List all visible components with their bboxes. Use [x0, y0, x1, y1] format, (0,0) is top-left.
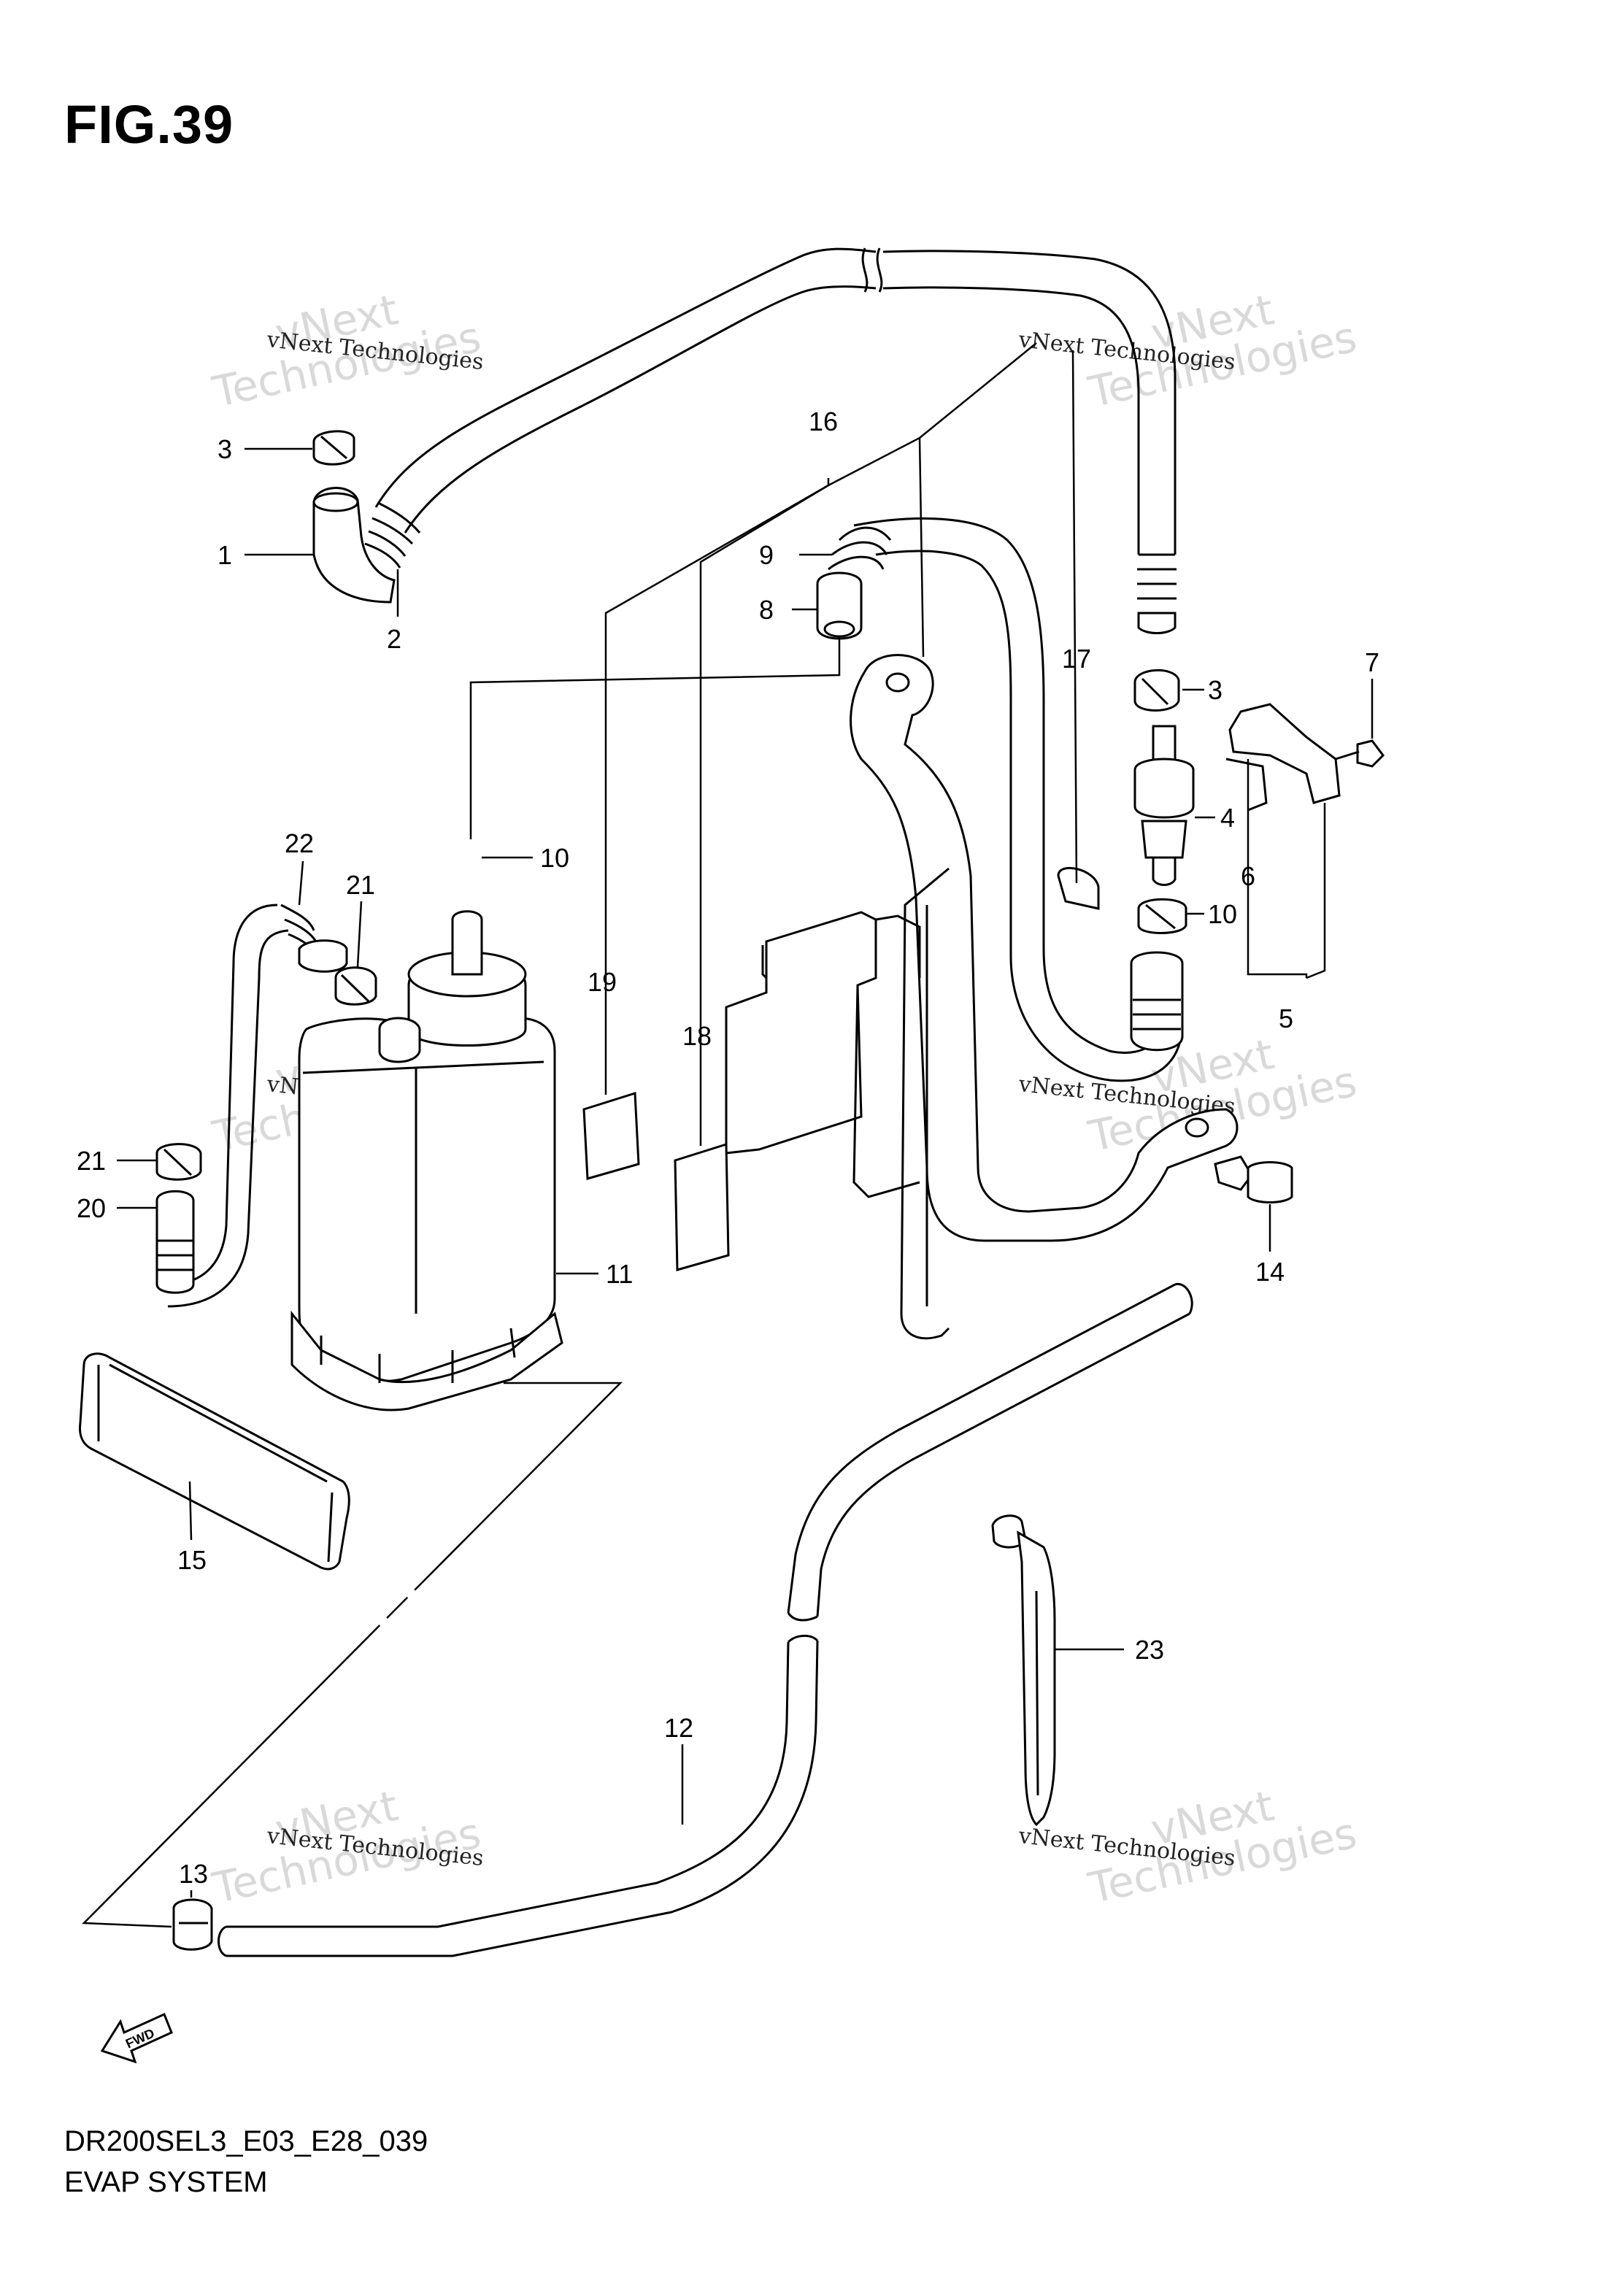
- part-20-fitting: [155, 1190, 195, 1294]
- part-15-strap: [79, 1352, 350, 1571]
- callout-5: 5: [1279, 1003, 1293, 1033]
- callout-17: 17: [1062, 644, 1091, 674]
- part-14-bolt: [1214, 1155, 1293, 1203]
- callout-14: 14: [1255, 1257, 1285, 1287]
- part-19-label-sheet: [582, 1091, 640, 1180]
- part-13-clamp: [172, 1898, 213, 1951]
- part-16-bracket: [850, 654, 1239, 1340]
- callout-10: 10: [1208, 899, 1237, 929]
- callout-21: 21: [346, 870, 375, 900]
- fwd-arrow-icon: FWD: [100, 2012, 173, 2064]
- callout-19: 19: [588, 967, 617, 997]
- part-18-label-sheet: [674, 1142, 730, 1271]
- part-12-hose-lower: [217, 1282, 1193, 1957]
- part-7-bolt: [1335, 739, 1385, 768]
- callout-2: 2: [387, 624, 401, 654]
- callout-numbers: 1 2 3 16 9 8 17 3 7 4 6 10 5 10 22 21 19…: [77, 407, 1379, 1889]
- part-8-fitting: [816, 571, 863, 640]
- part-21-clamp-upper: [334, 966, 377, 1006]
- callout-11: 11: [606, 1259, 633, 1289]
- part-9-hose: [828, 517, 1184, 1082]
- part-17-clip: [1057, 866, 1100, 910]
- part-4-valve: [1133, 725, 1195, 886]
- part-21-clamp-lower: [155, 1143, 202, 1181]
- callout-13: 13: [179, 1859, 208, 1889]
- callout-10: 10: [540, 843, 569, 873]
- callout-1: 1: [217, 540, 232, 570]
- callout-21: 21: [77, 1146, 106, 1176]
- part-3-clamp-right: [1133, 669, 1180, 712]
- part-10-clamp-right: [1137, 898, 1187, 934]
- part-6-bracket: [1225, 703, 1341, 812]
- callout-6: 6: [1241, 861, 1255, 891]
- callout-23: 23: [1135, 1635, 1164, 1665]
- part-23-tie-strap: [991, 1514, 1056, 1827]
- callout-4: 4: [1220, 803, 1235, 833]
- callout-16: 16: [809, 407, 838, 436]
- figure-code: DR200SEL3_E03_E28_039: [64, 2125, 428, 2157]
- callout-8: 8: [759, 595, 774, 625]
- callout-20: 20: [77, 1193, 106, 1223]
- leader-lines: [82, 342, 1374, 1928]
- part-1-elbow-fitting: [312, 487, 396, 604]
- figure-title: FIG.39: [64, 94, 234, 155]
- callout-9: 9: [759, 540, 774, 570]
- part-2-hose-upper: [364, 247, 1177, 634]
- callout-22: 22: [285, 828, 314, 858]
- part-11-canister: [290, 910, 563, 1411]
- callout-18: 18: [682, 1021, 712, 1051]
- watermark-group-2: vNext Technologies: [1084, 285, 1361, 417]
- callout-3: 3: [1208, 675, 1223, 705]
- figure-name: EVAP SYSTEM: [64, 2166, 268, 2198]
- callout-12: 12: [664, 1713, 693, 1743]
- callout-3: 3: [217, 434, 232, 464]
- callout-15: 15: [177, 1545, 207, 1575]
- part-3-clamp-left: [312, 430, 355, 466]
- part-hose-stub-right: [1130, 951, 1184, 1052]
- mounting-plate: [725, 911, 921, 1198]
- callout-7: 7: [1365, 647, 1379, 677]
